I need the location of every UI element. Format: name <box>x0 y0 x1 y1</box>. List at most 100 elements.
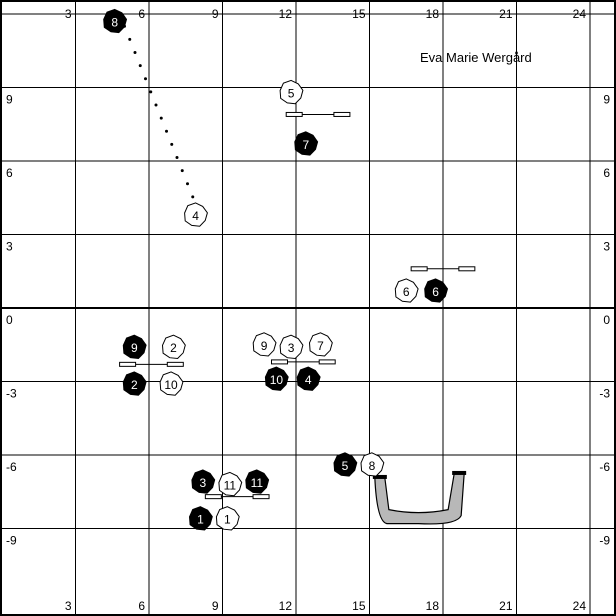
x-tick-label-bottom: 15 <box>352 599 366 613</box>
y-tick-label-left: 6 <box>6 166 13 180</box>
marker-number: 3 <box>288 341 295 355</box>
marker-disc <box>264 366 289 391</box>
x-tick-label-bottom: 24 <box>573 599 587 613</box>
marker-disc <box>424 278 449 303</box>
marker-disc <box>188 506 213 531</box>
x-tick-label-bottom: 21 <box>499 599 513 613</box>
black-marker-6: 6 <box>424 278 449 303</box>
marker-disc <box>218 471 243 497</box>
y-tick-label-right: 0 <box>603 313 610 327</box>
white-marker-1: 1 <box>215 506 240 531</box>
y-tick-label-left: 3 <box>6 240 13 254</box>
marker-disc <box>245 469 270 494</box>
x-tick-label-bottom: 12 <box>279 599 293 613</box>
jump-wing-right <box>458 266 476 272</box>
x-tick-label-bottom: 6 <box>138 599 145 613</box>
weave-pole <box>186 182 189 186</box>
marker-disc <box>333 452 358 477</box>
marker-number: 11 <box>224 478 237 492</box>
marker-disc <box>252 332 277 357</box>
marker-disc <box>191 469 216 494</box>
black-marker-1: 1 <box>188 506 213 531</box>
white-marker-5: 5 <box>279 79 304 105</box>
weave-pole <box>133 51 137 54</box>
jump-wing-right <box>333 111 351 117</box>
marker-disc <box>279 334 304 360</box>
weave-pole <box>175 156 179 159</box>
marker-number: 6 <box>403 285 410 299</box>
x-tick-label-top: 9 <box>212 7 219 21</box>
white-marker-3: 3 <box>279 334 304 360</box>
black-marker-10: 10 <box>264 366 289 391</box>
x-tick-label-bottom: 3 <box>65 599 72 613</box>
white-marker-9: 9 <box>252 332 277 357</box>
black-marker-9: 9 <box>122 334 147 360</box>
white-marker-4: 4 <box>184 202 208 227</box>
marker-number: 1 <box>197 513 204 527</box>
weave-pole <box>128 37 132 41</box>
y-tick-label-right: 3 <box>603 240 610 254</box>
y-tick-label-left: 0 <box>6 313 13 327</box>
weave-pole <box>138 64 142 68</box>
marker-disc <box>394 278 419 303</box>
tunnel-exit <box>452 470 467 475</box>
weave-pole <box>180 169 184 173</box>
x-tick-label-top: 3 <box>65 7 72 21</box>
marker-number: 4 <box>305 373 312 387</box>
y-tick-label-right: -6 <box>599 460 610 474</box>
white-marker-6: 6 <box>394 278 419 303</box>
marker-disc <box>294 131 319 156</box>
weave-pole <box>149 90 153 94</box>
black-marker-8: 8 <box>103 8 128 34</box>
marker-number: 1 <box>224 513 231 527</box>
black-marker-2: 2 <box>122 371 147 396</box>
marker-disc <box>296 366 321 391</box>
marker-number: 9 <box>261 339 268 353</box>
y-tick-label-right: -3 <box>599 387 610 401</box>
weave-pole <box>191 195 195 199</box>
marker-number: 4 <box>192 209 199 223</box>
marker-number: 3 <box>200 476 207 490</box>
x-tick-label-bottom: 18 <box>426 599 440 613</box>
marker-number: 2 <box>131 378 138 392</box>
weave-pole <box>165 129 168 133</box>
marker-number: 9 <box>131 341 138 355</box>
jump-3-11-1 <box>204 494 270 500</box>
marker-number: 8 <box>369 459 376 473</box>
white-marker-8: 8 <box>360 452 385 477</box>
white-marker-2: 2 <box>161 334 186 360</box>
weave-pole <box>159 116 163 120</box>
marker-disc <box>103 8 128 34</box>
marker-number: 2 <box>170 341 177 355</box>
tunnel-body <box>374 473 465 525</box>
jump-wing-right <box>318 359 336 365</box>
y-tick-label-left: -3 <box>6 387 17 401</box>
tunnel-5-8 <box>372 470 467 525</box>
marker-number: 10 <box>270 373 284 387</box>
marker-disc <box>122 371 147 396</box>
black-marker-11: 11 <box>245 469 270 494</box>
jump-wing-right <box>252 494 270 500</box>
jump-9-2-10 <box>119 361 184 367</box>
x-tick-label-top: 21 <box>499 7 513 21</box>
x-tick-label-top: 18 <box>426 7 440 21</box>
x-tick-label-bottom: 9 <box>212 599 219 613</box>
y-tick-label-left: 9 <box>6 93 13 107</box>
y-tick-label-right: -9 <box>599 534 610 548</box>
weave-pole <box>144 77 147 81</box>
jump-wing-left <box>271 359 288 365</box>
marker-number: 8 <box>111 15 118 29</box>
jump-6-6 <box>410 266 476 272</box>
jump-5-7 <box>285 111 351 117</box>
jump-wing-left <box>285 111 303 117</box>
black-marker-5: 5 <box>333 452 358 477</box>
white-marker-10: 10 <box>159 371 184 396</box>
y-tick-label-left: -9 <box>6 534 17 548</box>
jump-9-3-7-10-4 <box>271 359 336 365</box>
white-marker-11: 11 <box>218 471 243 497</box>
marker-disc <box>215 506 240 531</box>
y-tick-label-right: 9 <box>603 93 610 107</box>
